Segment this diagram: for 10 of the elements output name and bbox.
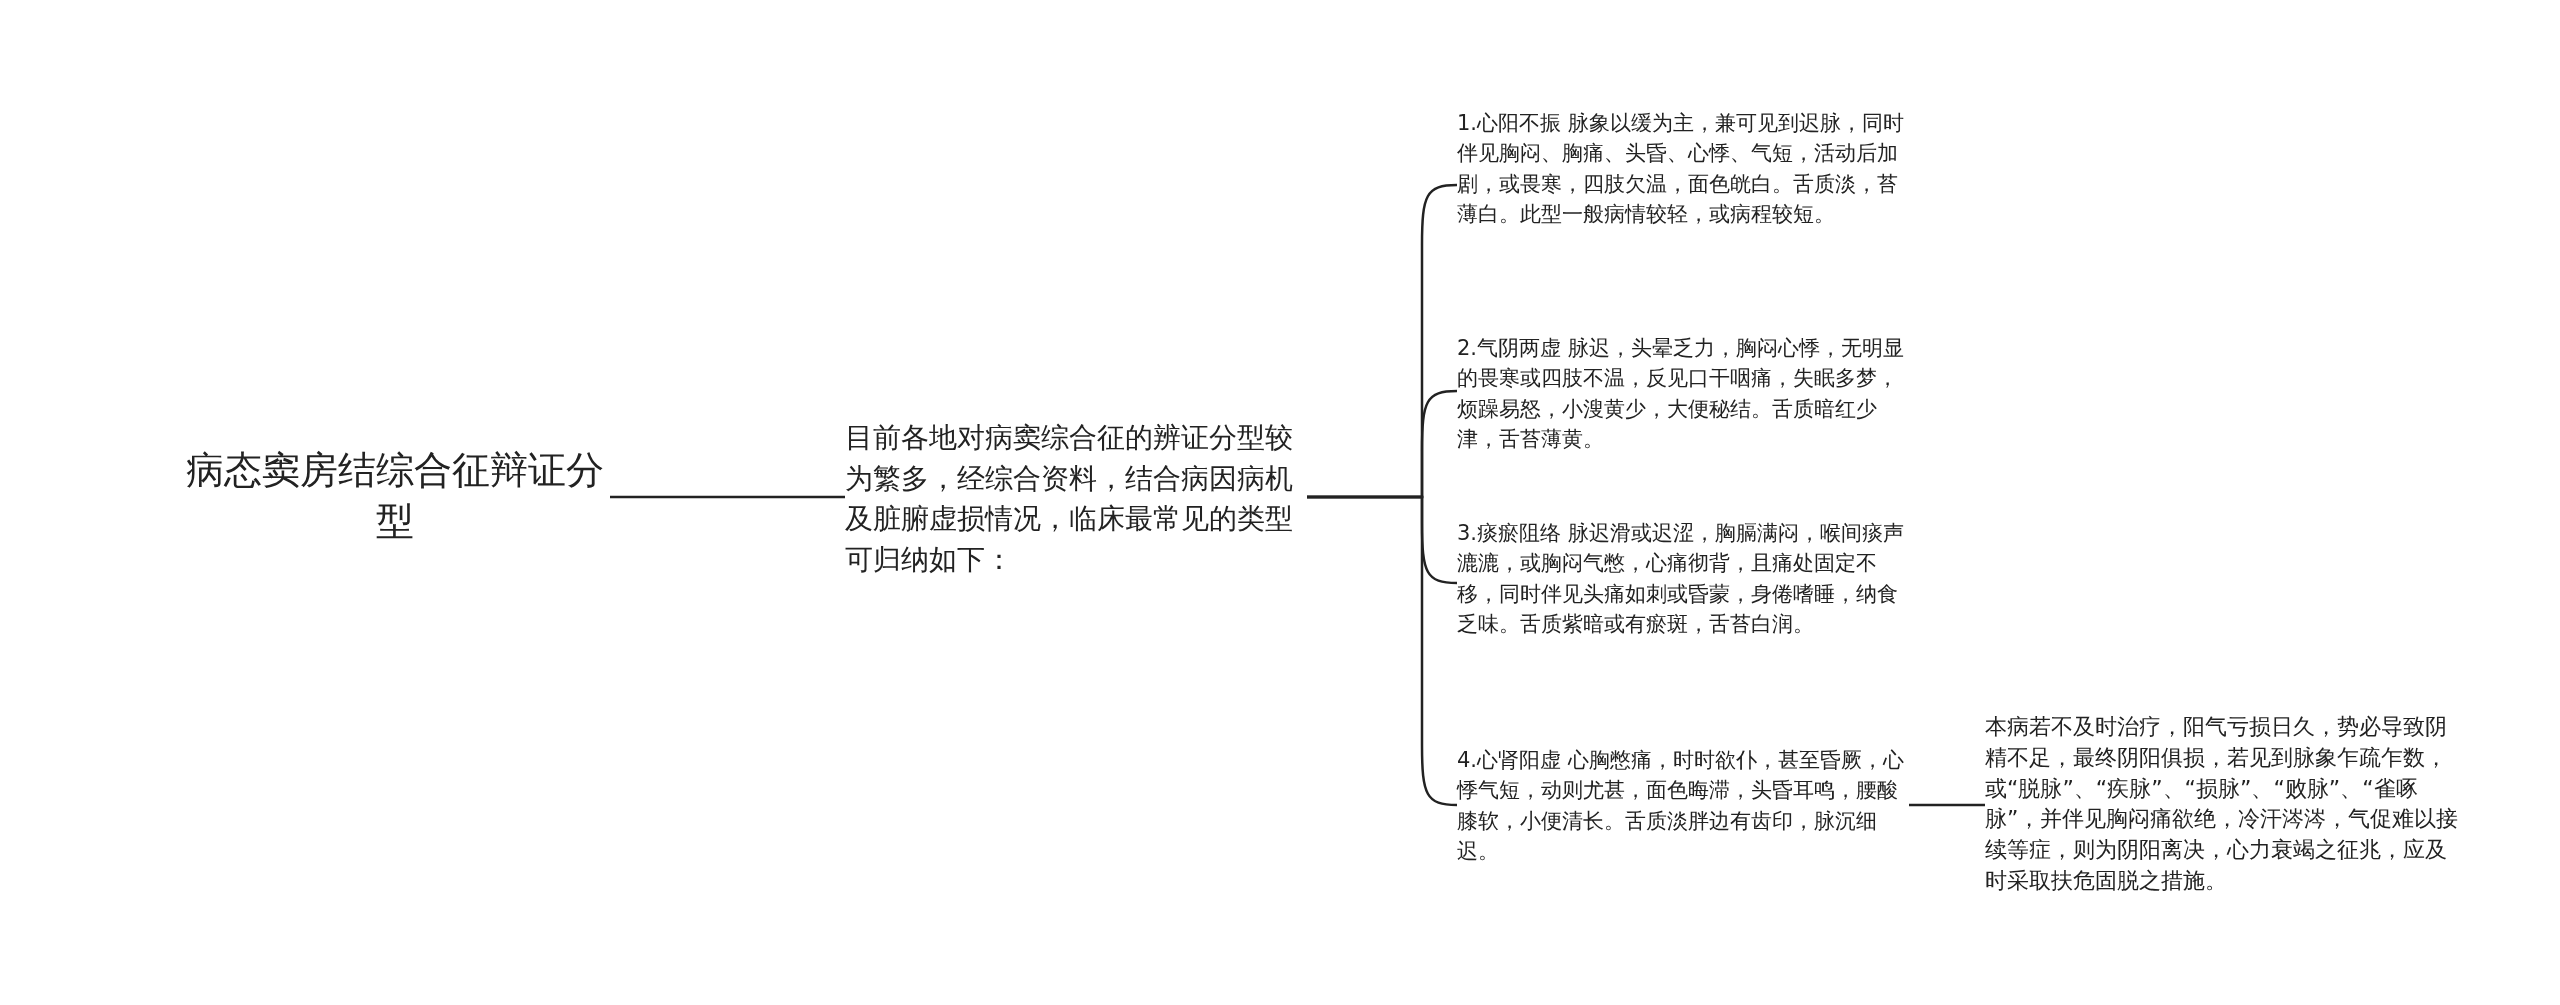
connector-line bbox=[1307, 495, 1458, 807]
subtopic-text: 2.气阴两虚 脉迟，头晕乏力，胸闷心悸，无明显的畏寒或四肢不温，反见口干咽痛，失眠多梦，烦躁易怒，小溲黄少，大便秘结。舌质暗红少津，舌苔薄黄。 bbox=[1457, 333, 1909, 455]
subtopic-text: 3.痰瘀阻络 脉迟滑或迟涩，胸膈满闷，喉间痰声漉漉，或胸闷气憋，心痛彻背，且痛处固定不移，同时伴见头痛如刺或昏蒙，身倦嗜睡，纳食乏味。舌质紫暗或有瘀斑，舌苔白润。 bbox=[1457, 518, 1909, 640]
note-text: 本病若不及时治疗，阳气亏损日久，势必导致阴精不足，最终阴阳俱损，若见到脉象乍疏乍数，或“脱脉”、“疾脉”、“损脉”、“败脉”、“雀啄脉”，并伴见胸闷痛欲绝，冷汗涔涔，气促难以接续等症，则为阴阳离决，心力衰竭之征兆，应及时采取扶危固脱之措施。 bbox=[1985, 712, 2460, 897]
branch-text: 目前各地对病窦综合征的辨证分型较为繁多，经综合资料，结合病因病机及脏腑虚损情况，临床最常见的类型可归纳如下： bbox=[845, 418, 1307, 581]
connector-line bbox=[1909, 803, 1985, 807]
topic-text: 病态窦房结综合征辩证分型 bbox=[180, 445, 610, 548]
subtopic-text: 4.心肾阳虚 心胸憋痛，时时欲仆，甚至昏厥，心悸气短，动则尤甚，面色晦滞，头昏耳鸣，腰酸膝软，小便清长。舌质淡胖边有齿印，脉沉细迟。 bbox=[1457, 745, 1909, 867]
subtopic-text: 1.心阳不振 脉象以缓为主，兼可见到迟脉，同时伴见胸闷、胸痛、头昏、心悸、气短，活动后加剧，或畏寒，四肢欠温，面色㿠白。舌质淡，苔薄白。此型一般病情较轻，或病程较短。 bbox=[1457, 108, 1909, 230]
connector-line bbox=[610, 495, 845, 499]
